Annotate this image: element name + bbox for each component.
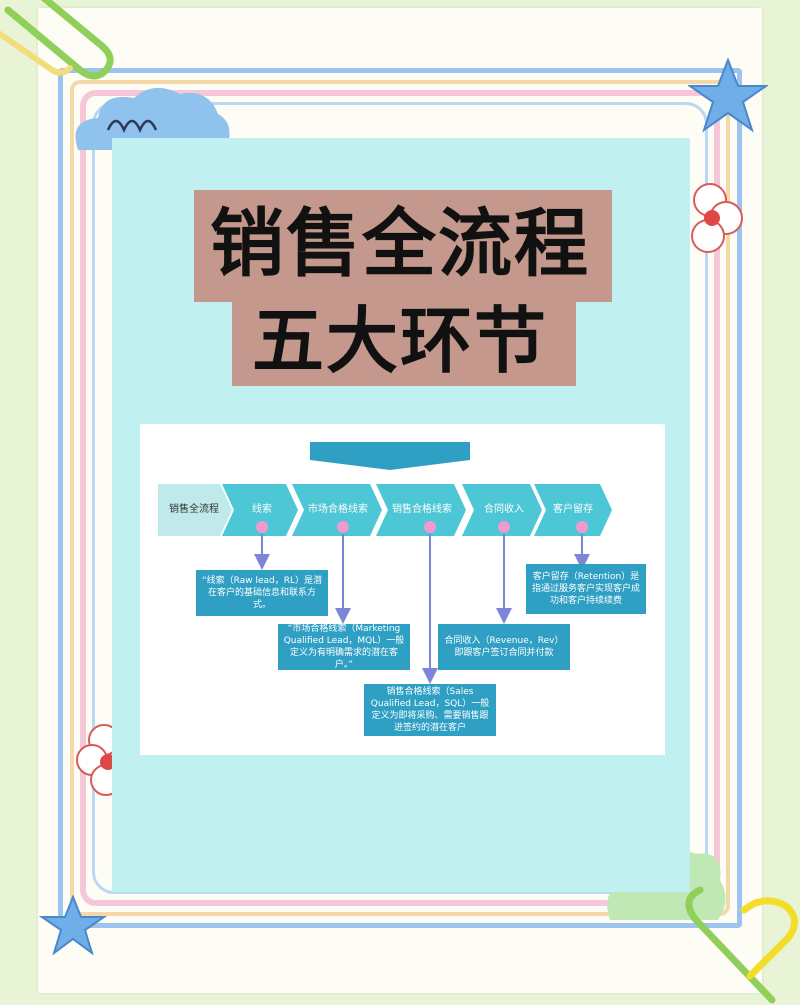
step-label-1: 销售全流程 — [169, 504, 219, 515]
title-background-bottom — [232, 292, 576, 386]
description-box-revenue: 合同收入（Revenue，Rev）即跟客户签订合同并付款 — [438, 624, 570, 670]
step-chevron-2 — [222, 484, 298, 536]
step-chevron-4 — [376, 484, 466, 536]
frame-pink — [80, 90, 720, 906]
step-label-6: 客户留存 — [553, 504, 593, 515]
step-label-2: 线索 — [252, 504, 272, 515]
description-box-retention: 客户留存（Retention）是指通过服务客户实现客户成功和客户持续续费 — [526, 564, 646, 614]
paperclip-icon — [685, 886, 798, 1004]
page-title-line2: 五大环节 — [251, 299, 548, 383]
frame-inner-blue — [92, 102, 708, 894]
description-box-mql: “市场合格线索（Marketing Qualified Lead，MQL）一般定… — [278, 624, 410, 670]
page-title-line1: 销售全流程 — [210, 201, 590, 287]
step-chevron-5 — [462, 484, 542, 536]
description-box-sql: 销售合格线索（Sales Qualified Lead，SQL）一般定义为即将采… — [364, 684, 496, 736]
title-background-top — [194, 190, 612, 302]
banner-shape — [310, 442, 470, 470]
step-label-3: 市场合格线索 — [308, 504, 368, 515]
step-dot-2 — [337, 521, 349, 533]
step-label-5: 合同收入 — [484, 504, 524, 515]
diagram-banner: 标准销售全流程 — [355, 432, 425, 443]
paperclip-icon — [0, 0, 114, 80]
step-chevron-1 — [158, 484, 232, 536]
flower-icon — [691, 183, 743, 253]
step-dot-3 — [424, 521, 436, 533]
frame-outer-blue — [58, 68, 742, 928]
description-box-lead: “线索（Raw lead，RL）是潜在客户的基础信息和联系方式。 — [196, 570, 328, 616]
step-dot-5 — [576, 521, 588, 533]
step-chevron-6 — [534, 484, 612, 536]
step-dot-1 — [256, 521, 268, 533]
cloud-icon — [75, 87, 230, 150]
step-chevron-3 — [292, 484, 382, 536]
diagram-shapes — [158, 442, 612, 684]
star-icon — [688, 57, 768, 133]
step-dot-4 — [498, 521, 510, 533]
step-label-4: 销售合格线索 — [392, 504, 452, 515]
star-icon — [38, 895, 108, 955]
sales-process-diagram: 标准销售全流程 销售全流程 线索 市场合格线索 销售合格线索 合同收入 客户留存… — [140, 424, 665, 755]
frame-yellow — [70, 80, 730, 916]
